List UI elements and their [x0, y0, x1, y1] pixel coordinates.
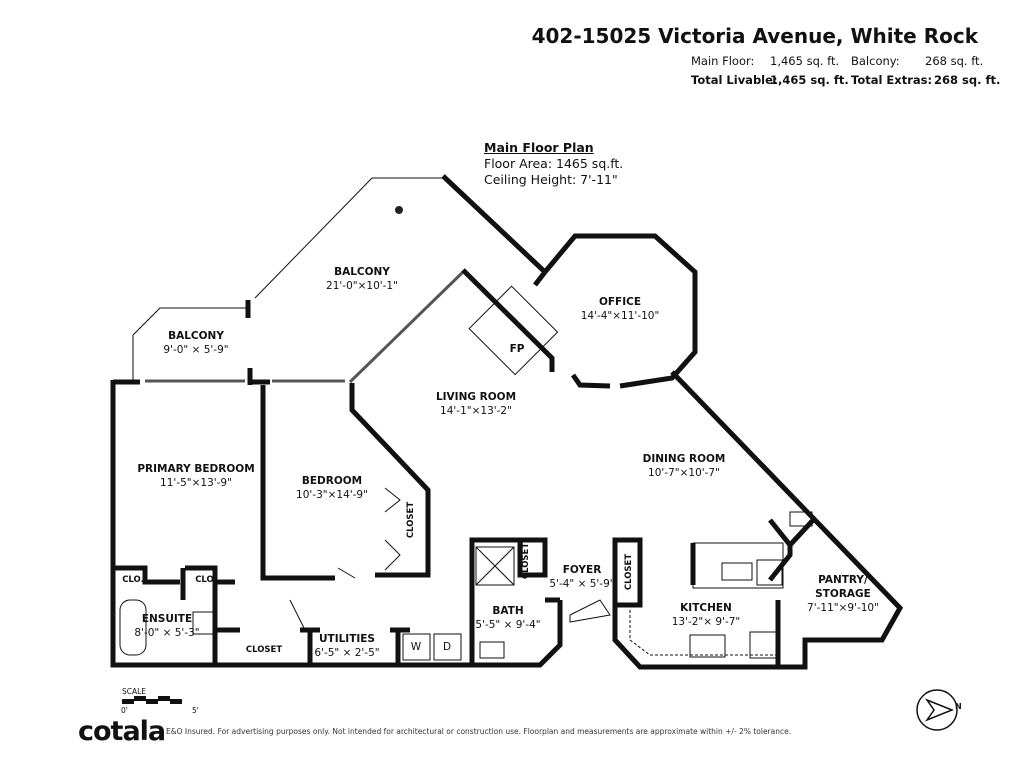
- balcony-label: Balcony:: [851, 54, 900, 68]
- cotala-logo: cotala: [78, 716, 166, 747]
- disclaimer: E&O Insured. For advertising purposes on…: [166, 727, 792, 736]
- pantry-name-2: STORAGE: [815, 588, 871, 600]
- bathtub-icon: [119, 599, 147, 656]
- washer-box: [402, 633, 431, 661]
- total-livable-label: Total Livable:: [691, 73, 778, 87]
- drain-icon: [395, 206, 403, 214]
- plan-info: Main Floor Plan Floor Area: 1465 sq.ft. …: [484, 140, 623, 188]
- closet-label-ensuite-1: CLO.: [122, 575, 144, 585]
- dryer-label: D: [442, 641, 452, 653]
- floor-area: Floor Area: 1465 sq.ft.: [484, 156, 624, 171]
- primary-bedroom-dim: 11'-5"×13'-9": [160, 477, 232, 489]
- scale-bar: [122, 696, 182, 704]
- pantry-dim: 7'-11"×9'-10": [807, 602, 879, 614]
- sink-icon: [192, 611, 214, 635]
- total-extras-label: Total Extras:: [851, 73, 933, 87]
- dining-room-name: DINING ROOM: [642, 453, 726, 465]
- foyer-dim: 5'-4" × 5'-9": [549, 578, 615, 590]
- utilities-name: UTILITIES: [319, 633, 375, 645]
- dryer-box: [433, 633, 462, 661]
- total-extras-value: 268 sq. ft.: [934, 73, 1001, 87]
- closet-label-bath: CLOSET: [521, 542, 532, 580]
- kitchen-name: KITCHEN: [680, 602, 732, 614]
- fireplace-label: FP: [509, 343, 525, 355]
- closet-label-bedroom: CLOSET: [406, 501, 417, 539]
- office-dim: 14'-4"×11'-10": [580, 310, 660, 322]
- fireplace-box: [468, 285, 559, 376]
- kitchen-dim: 13'-2"× 9'-7": [671, 616, 741, 628]
- foyer-name: FOYER: [562, 564, 602, 576]
- compass-north-label: N: [955, 702, 962, 711]
- oven-icon: [749, 631, 779, 659]
- dining-room-dim: 10'-7"×10'-7": [648, 467, 720, 479]
- bath-sink-icon: [479, 641, 505, 659]
- balcony-value: 268 sq. ft.: [925, 54, 984, 68]
- range-icon: [689, 634, 726, 658]
- utilities-dim: 6'-5" × 2'-5": [314, 647, 380, 659]
- office-name: OFFICE: [598, 296, 642, 308]
- property-address-title: 402-15025 Victoria Avenue, White Rock: [531, 24, 978, 48]
- ceiling-height: Ceiling Height: 7'-11": [484, 172, 618, 187]
- bedroom-dim: 10'-3"×14'-9": [296, 489, 368, 501]
- kitchen-sink-icon: [721, 562, 753, 581]
- cooktop-icon: [756, 559, 783, 586]
- ensuite-name: ENSUITE: [141, 613, 193, 625]
- kitchen-island: [692, 542, 784, 589]
- shower-icon: [475, 546, 515, 586]
- pantry-name: PANTRY/: [818, 574, 868, 586]
- compass: [916, 689, 958, 731]
- pantry-sink-icon: [789, 511, 813, 527]
- closet-label-hall: CLOSET: [245, 645, 283, 655]
- bath-dim: 5'-5" × 9'-4": [475, 619, 541, 631]
- balcony-small-dim: 9'-0" × 5'-9": [163, 344, 229, 356]
- scale-start: 0': [121, 706, 128, 715]
- washer-label: W: [410, 641, 422, 653]
- bedroom-name: BEDROOM: [301, 475, 363, 487]
- balcony-large-name: BALCONY: [334, 266, 390, 278]
- ensuite-dim: 8'-0" × 5'-3": [134, 627, 200, 639]
- closet-label-ensuite-2: CLO.: [195, 575, 217, 585]
- primary-bedroom-name: PRIMARY BEDROOM: [137, 463, 255, 475]
- fixtures: [119, 285, 813, 661]
- main-floor-label: Main Floor:: [691, 54, 755, 68]
- closet-label-foyer: CLOSET: [624, 553, 635, 591]
- plan-title: Main Floor Plan: [484, 140, 594, 155]
- main-floor-value: 1,465 sq. ft.: [770, 54, 840, 68]
- balcony-outlines: [132, 177, 465, 384]
- balcony-small-name: BALCONY: [168, 330, 224, 342]
- scale-label: SCALE: [122, 687, 147, 696]
- balcony-large-dim: 21'-0"×10'-1": [326, 280, 398, 292]
- walls: [110, 174, 904, 670]
- living-room-dim: 14'-1"×13'-2": [440, 405, 512, 417]
- total-livable-value: 1,465 sq. ft.: [770, 73, 849, 87]
- scale-end: 5': [192, 706, 199, 715]
- living-room-name: LIVING ROOM: [435, 391, 517, 403]
- bath-name: BATH: [492, 605, 524, 617]
